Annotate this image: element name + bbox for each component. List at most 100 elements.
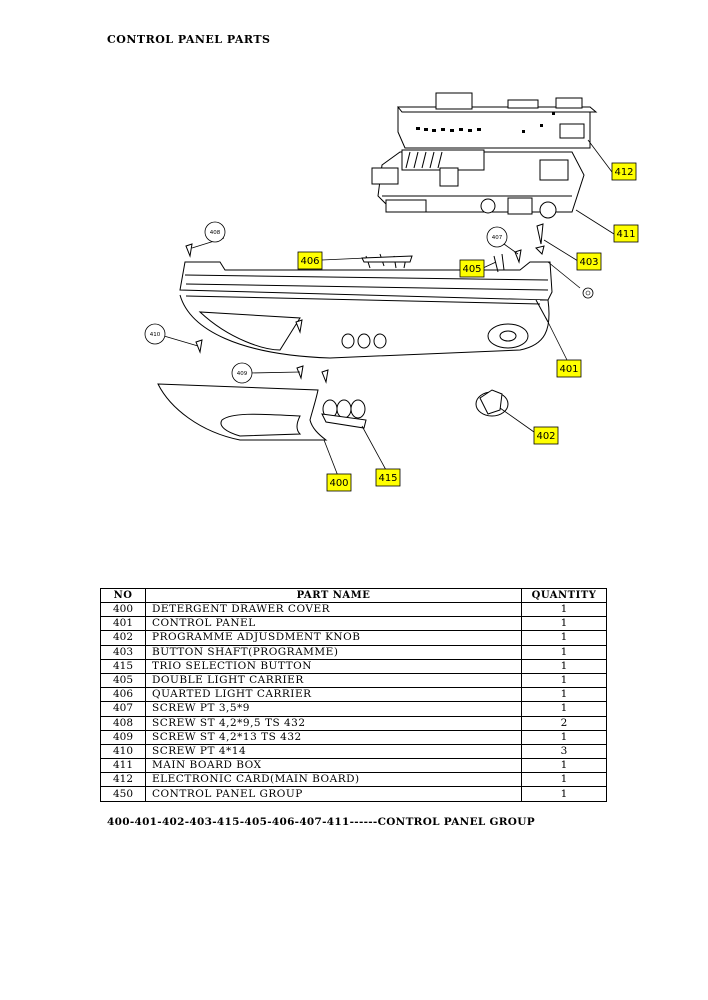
light-carriers-drawing <box>361 253 505 273</box>
svg-text:408: 408 <box>210 230 221 236</box>
cell-quantity: 1 <box>521 644 607 660</box>
cell-no: 403 <box>100 644 146 660</box>
cell-part-name: PROGRAMME ADJUSDMENT KNOB <box>145 630 522 646</box>
cell-part-name: SCREW ST 4,2*9,5 TS 432 <box>145 715 522 731</box>
svg-text:409: 409 <box>237 371 248 377</box>
cell-part-name: DOUBLE LIGHT CARRIER <box>145 672 522 689</box>
cell-quantity: 3 <box>521 743 607 760</box>
callout-411: 411 <box>613 224 639 243</box>
cell-quantity: 1 <box>521 630 607 646</box>
svg-text:400: 400 <box>329 478 348 489</box>
svg-text:410: 410 <box>150 332 161 338</box>
cell-part-name: SCREW PT 4*14 <box>145 743 522 760</box>
programme-knob-drawing <box>475 389 509 417</box>
page-title: CONTROL PANEL PARTS <box>107 33 271 46</box>
circle-callout-408: 408 <box>204 221 226 243</box>
electronic-card-drawing <box>396 92 598 149</box>
main-board-box-drawing <box>371 149 585 219</box>
svg-text:402: 402 <box>536 431 555 442</box>
circle-callouts: 408 407 410 409 <box>144 221 594 384</box>
cell-part-name: CONTROL PANEL <box>145 616 522 632</box>
circle-callout-410: 410 <box>144 323 166 345</box>
svg-text:405: 405 <box>462 264 481 275</box>
cell-no: 411 <box>100 758 146 774</box>
cell-part-name: SCREW ST 4,2*13 TS 432 <box>145 729 522 745</box>
cell-quantity: 1 <box>521 616 607 632</box>
svg-text:401: 401 <box>559 364 578 375</box>
callout-boxes: 406 405 412 411 403 401 402 400 <box>297 162 639 492</box>
cell-quantity: 1 <box>521 601 607 618</box>
cell-no: 407 <box>100 701 146 717</box>
trio-buttons-drawing <box>321 399 367 429</box>
cell-quantity: 1 <box>521 729 607 745</box>
cell-part-name: QUARTED LIGHT CARRIER <box>145 687 522 703</box>
cell-part-name: BUTTON SHAFT(PROGRAMME) <box>145 644 522 660</box>
cell-no: 401 <box>100 616 146 632</box>
cell-part-name: TRIO SELECTION BUTTON <box>145 658 522 674</box>
svg-text:415: 415 <box>378 473 397 484</box>
cell-no: 412 <box>100 772 146 788</box>
cell-quantity: 1 <box>521 772 607 788</box>
callout-412: 412 <box>611 162 637 181</box>
cell-quantity: 1 <box>521 758 607 774</box>
drawer-cover-drawing <box>157 383 328 441</box>
exploded-diagram: 406 405 412 411 403 401 402 400 <box>144 92 639 492</box>
cell-quantity: 1 <box>521 786 607 802</box>
cell-quantity: 2 <box>521 715 607 731</box>
cell-no: 406 <box>100 687 146 703</box>
header-part-name: PART NAME <box>145 588 522 603</box>
cell-no: 405 <box>100 672 146 689</box>
callout-406: 406 <box>297 251 323 270</box>
cell-no: 408 <box>100 715 146 731</box>
table-header-row: NO PART NAME QUANTITY <box>100 588 607 603</box>
header-quantity: QUANTITY <box>521 588 607 603</box>
svg-text:411: 411 <box>616 229 635 240</box>
callout-405: 405 <box>459 259 485 278</box>
cell-part-name: MAIN BOARD BOX <box>145 758 522 774</box>
cell-quantity: 1 <box>521 658 607 674</box>
callout-400: 400 <box>326 473 352 492</box>
cell-no: 415 <box>100 658 146 674</box>
svg-text:412: 412 <box>614 167 633 178</box>
group-summary: 400-401-402-403-415-405-406-407-411-----… <box>107 816 535 828</box>
svg-text:403: 403 <box>579 257 598 268</box>
cell-part-name: CONTROL PANEL GROUP <box>145 786 522 802</box>
cell-no: 410 <box>100 743 146 760</box>
callout-403: 403 <box>576 252 602 271</box>
cell-no: 409 <box>100 729 146 745</box>
cell-quantity: 1 <box>521 701 607 717</box>
callout-401: 401 <box>556 359 582 378</box>
cell-no: 400 <box>100 601 146 618</box>
cell-part-name: SCREW PT 3,5*9 <box>145 701 522 717</box>
cell-quantity: 1 <box>521 672 607 689</box>
svg-text:406: 406 <box>300 256 319 267</box>
cell-quantity: 1 <box>521 687 607 703</box>
control-panel-drawing <box>179 261 553 359</box>
circle-callout-small <box>582 287 594 299</box>
svg-text:407: 407 <box>492 235 503 241</box>
callout-402: 402 <box>533 426 559 445</box>
cell-part-name: ELECTRONIC CARD(MAIN BOARD) <box>145 772 522 788</box>
cell-no: 402 <box>100 630 146 646</box>
cell-part-name: DETERGENT DRAWER COVER <box>145 601 522 618</box>
cell-no: 450 <box>100 786 146 802</box>
header-no: NO <box>100 588 146 603</box>
circle-callout-409: 409 <box>231 362 253 384</box>
circle-callout-407: 407 <box>486 226 508 248</box>
screws-drawing <box>185 223 545 384</box>
